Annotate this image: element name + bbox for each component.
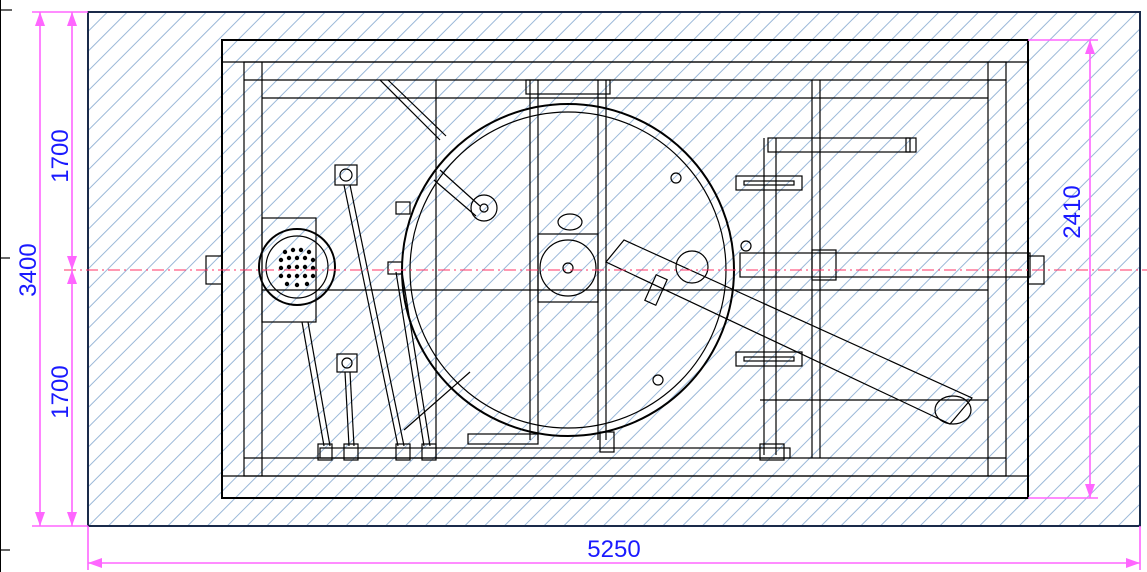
dim-overall-height: 3400: [15, 243, 42, 296]
left-margin-fragment: [0, 0, 12, 572]
dim-lower-half: 1700: [47, 365, 74, 418]
dim-frame-height: 2410: [1059, 185, 1086, 238]
dimension-lines: [32, 11, 1141, 570]
left-rods: [301, 164, 471, 447]
screw-conveyor: [605, 239, 973, 425]
right-pipe: [739, 137, 1031, 281]
left-flange: [258, 217, 336, 323]
bottom-manifold: [317, 431, 791, 461]
pump-circle: [675, 250, 709, 284]
dim-upper-half: 1700: [47, 129, 74, 182]
dim-overall-width: 5250: [587, 536, 640, 563]
right-rails: [735, 138, 803, 455]
top-brace: [379, 79, 441, 141]
